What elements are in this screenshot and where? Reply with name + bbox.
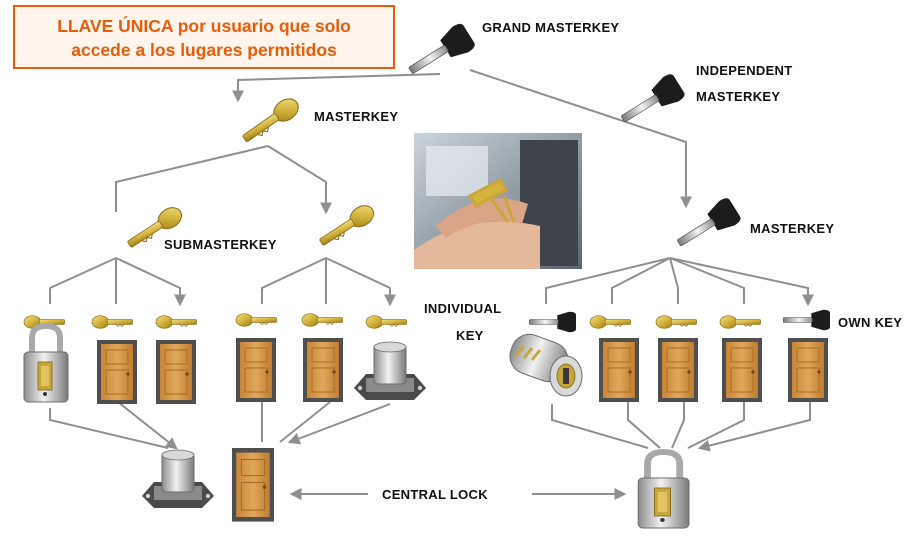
brass-key-icon: [365, 315, 407, 329]
label-masterkey-right: MASTERKEY: [750, 221, 834, 236]
black-key-icon: [528, 311, 577, 333]
brass-key-icon: [155, 315, 197, 329]
brass-key-icon: [91, 315, 133, 329]
brass-key-icon: [301, 313, 343, 327]
brass-key-icon: [589, 315, 631, 329]
label-masterkey-left: MASTERKEY: [314, 109, 398, 124]
door-icon: [155, 339, 197, 405]
key-row-right: [528, 309, 831, 333]
padlock-icon: [24, 326, 68, 402]
door-icon: [657, 337, 699, 403]
door-icon: [96, 339, 138, 405]
door-icon: [302, 337, 344, 403]
label-individual-key-1: INDIVIDUAL: [424, 301, 501, 316]
label-grand-masterkey: GRAND MASTERKEY: [482, 20, 619, 35]
label-submasterkey: SUBMASTERKEY: [164, 237, 277, 252]
connector-submaster-right: [261, 257, 390, 304]
masterkey-right-icon: [670, 195, 743, 256]
banner-line-2: accede a los lugares permitidos: [71, 40, 337, 60]
label-individual-key-2: KEY: [456, 328, 484, 343]
connector-grand-to-right-masterkey: [469, 69, 692, 209]
banner-line-1: LLAVE ÚNICA por usuario que solo: [57, 15, 351, 36]
title-banner: LLAVE ÚNICA por usuario que solo accede …: [13, 5, 395, 69]
hands-with-keys-photo: [414, 133, 582, 269]
connector-masterkey-to-submasters: [115, 145, 326, 212]
cam-lock-icon: [353, 341, 427, 401]
connector-to-central-padlock: [551, 402, 811, 448]
connector-to-central-door: [261, 401, 391, 442]
connector-grand-to-masterkey: [232, 73, 441, 103]
title-banner-frame: [13, 5, 395, 69]
brass-key-icon: [235, 313, 277, 327]
central-door-icon: [231, 447, 275, 523]
connector-right-masterkey-keys: [545, 257, 808, 304]
label-own-key: OWN KEY: [838, 315, 902, 330]
door-icon: [721, 337, 763, 403]
label-independent-masterkey-1: INDEPENDENT: [696, 63, 792, 78]
connector-submaster-left: [49, 257, 180, 304]
black-key-icon: [782, 309, 831, 331]
label-central-lock: CENTRAL LOCK: [382, 487, 488, 502]
label-independent-masterkey-2: MASTERKEY: [696, 89, 780, 104]
door-icon: [787, 337, 829, 403]
lock-row-right: [503, 327, 829, 403]
door-icon: [235, 337, 277, 403]
central-cam-lock-icon: [141, 449, 215, 509]
lock-row-left: [24, 326, 427, 405]
masterkey-left-icon: [238, 93, 304, 148]
brass-key-icon: [655, 315, 697, 329]
connector-lines: [49, 69, 811, 500]
key-row-left: [23, 313, 407, 329]
cylinder-lock-icon: [503, 327, 584, 398]
door-icon: [598, 337, 640, 403]
connector-to-central-camlock: [49, 401, 176, 448]
central-padlock-icon: [638, 452, 689, 528]
brass-key-icon: [719, 315, 761, 329]
